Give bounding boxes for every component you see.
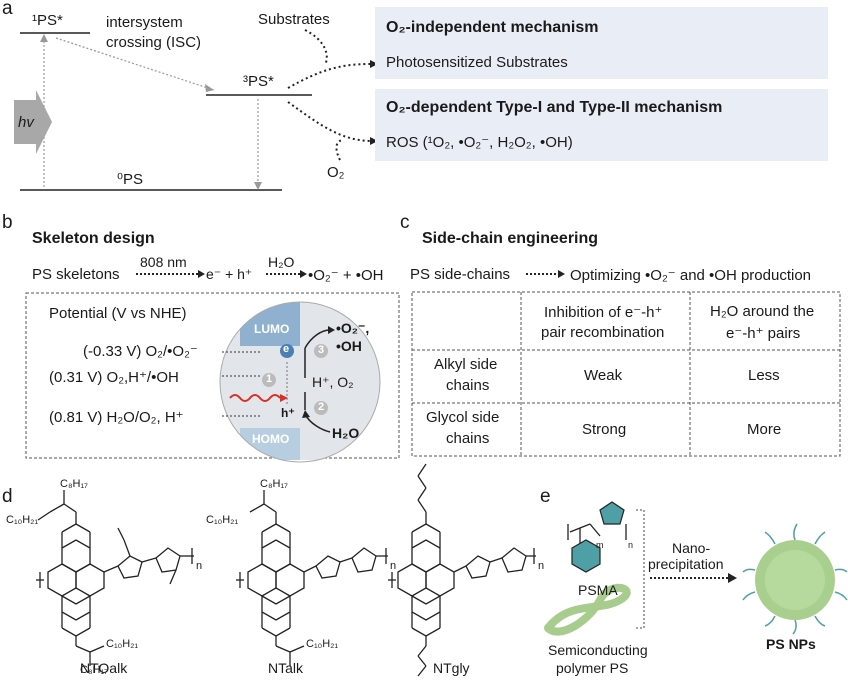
ntalk-c10h21-bottom: C₁₀H₂₁	[306, 638, 339, 650]
panel-c-letter: c	[400, 212, 410, 233]
optimizing-label: Optimizing •O₂⁻ and •OH production	[570, 267, 812, 284]
cell-r2c1: Strong	[582, 421, 627, 438]
o2-label: O₂	[327, 164, 345, 181]
cell-r1c2: Less	[748, 367, 780, 384]
psma-m: m	[596, 540, 604, 550]
electron-label: e	[283, 343, 290, 355]
step1: 1	[266, 373, 273, 385]
lumo-label: LUMO	[254, 322, 290, 336]
semi-label-1: Semiconducting	[548, 642, 648, 658]
box1-title: O₂-independent mechanism	[386, 19, 599, 36]
ntoalk-n: n	[196, 560, 203, 572]
box2-text: ROS (¹O₂, •O₂⁻, H₂O₂, •OH)	[386, 134, 573, 151]
potential-label: Potential (V vs NHE)	[49, 305, 187, 322]
products-label: •O₂⁻ + •OH	[308, 267, 384, 284]
panel-b-title: Skeleton design	[32, 230, 155, 247]
isc-label-2: crossing (ISC)	[106, 34, 202, 51]
nano-label-2: precipitation	[648, 556, 724, 572]
ntgly-n: n	[538, 560, 545, 572]
row1-label-1: Alkyl side	[434, 356, 498, 373]
substrates-label: Substrates	[258, 11, 330, 28]
col2-header-2: e⁻-h⁺ pairs	[726, 325, 801, 342]
isc-label-1: intersystem	[106, 14, 183, 31]
ntalk-structure	[236, 490, 388, 666]
pot1-label: (-0.33 V) O₂/•O₂⁻	[83, 343, 198, 360]
ntalk-n: n	[390, 560, 397, 572]
row1-label-2: chains	[446, 377, 490, 394]
o2-independent-box	[375, 7, 828, 79]
ntalk-name: NTalk	[268, 660, 304, 676]
ps-sidechains: PS side-chains	[410, 266, 511, 283]
ntoalk-c8h17-top: C₈H₁₇	[60, 478, 88, 490]
h2o-over-arrow: H₂O	[268, 254, 295, 270]
ntoalk-c10h21-top: C₁₀H₂₁	[6, 514, 39, 526]
pot3-label: (0.81 V) H₂O/O₂, H⁺	[49, 409, 184, 426]
cell-r2c2: More	[747, 421, 782, 438]
hole-label: h⁺	[281, 406, 295, 420]
nano-label-1: Nano-	[672, 540, 711, 556]
psma-phenyl-ring	[571, 539, 601, 573]
electron-dot	[280, 344, 294, 358]
psma-label: PSMA	[578, 582, 618, 598]
psnps-label: PS NPs	[766, 636, 816, 652]
pot2-label: (0.31 V) O₂,H⁺/•OH	[49, 369, 179, 386]
ntalk-c8h17-top: C₈H₁₇	[260, 478, 288, 490]
ps0-label: ⁰PS	[117, 171, 144, 188]
ntoalk-structure	[36, 490, 194, 666]
photon-wave	[229, 394, 281, 402]
ntoalk-name: NTOalk	[80, 660, 128, 676]
eh-label: e⁻ + h⁺	[206, 266, 253, 282]
polymer-chain	[544, 583, 631, 636]
col1-header-1: Inhibition of e⁻-h⁺	[544, 304, 663, 321]
ntoalk-c8h17-bottom: C₈H₁₇	[80, 664, 108, 676]
ntgly-structure	[388, 463, 536, 677]
ps3-label: ³PS*	[243, 73, 274, 90]
box1-text: Photosensitized Substrates	[386, 54, 568, 71]
hv-label: hv	[18, 114, 34, 131]
col2-header-1: H₂O around the	[710, 303, 815, 320]
panel-a-letter: a	[2, 0, 13, 19]
homo-label: HOMO	[252, 432, 290, 446]
step2: 2	[318, 401, 325, 413]
hv-arrow	[14, 90, 52, 154]
o2-radical-label: •O₂⁻,	[336, 320, 370, 336]
nm-label: 808 nm	[140, 254, 187, 270]
oh-label: •OH	[336, 338, 362, 354]
col1-header-2: pair recombination	[541, 324, 665, 341]
box2-title: O₂-dependent Type-I and Type-II mechanis…	[386, 99, 723, 116]
o2-dependent-box	[375, 89, 828, 161]
ntgly-name: NTgly	[433, 660, 470, 676]
panel-d-letter: d	[2, 486, 13, 507]
hplus-o2-label: H⁺, O₂	[312, 374, 354, 390]
ps1-label: ¹PS*	[32, 12, 63, 29]
psma-anhydride-ring	[599, 501, 625, 525]
ntalk-c10h21-top: C₁₀H₂₁	[206, 514, 239, 526]
panel-c-title: Side-chain engineering	[422, 230, 599, 247]
panel-e-letter: e	[540, 486, 551, 507]
step3: 3	[318, 344, 325, 356]
ntoalk-c10h21-bottom: C₁₀H₂₁	[106, 638, 139, 650]
h2o-bottom-label: H₂O	[332, 425, 360, 441]
ps-skeletons: PS skeletons	[32, 266, 120, 283]
nanoparticle-chains	[742, 523, 848, 635]
row2-label-2: chains	[446, 430, 490, 447]
psma-n: n	[628, 540, 634, 550]
row2-label-1: Glycol side	[426, 409, 500, 426]
semi-label-2: polymer PS	[556, 660, 629, 676]
panel-b-letter: b	[2, 212, 13, 233]
cell-r1c1: Weak	[584, 367, 623, 384]
